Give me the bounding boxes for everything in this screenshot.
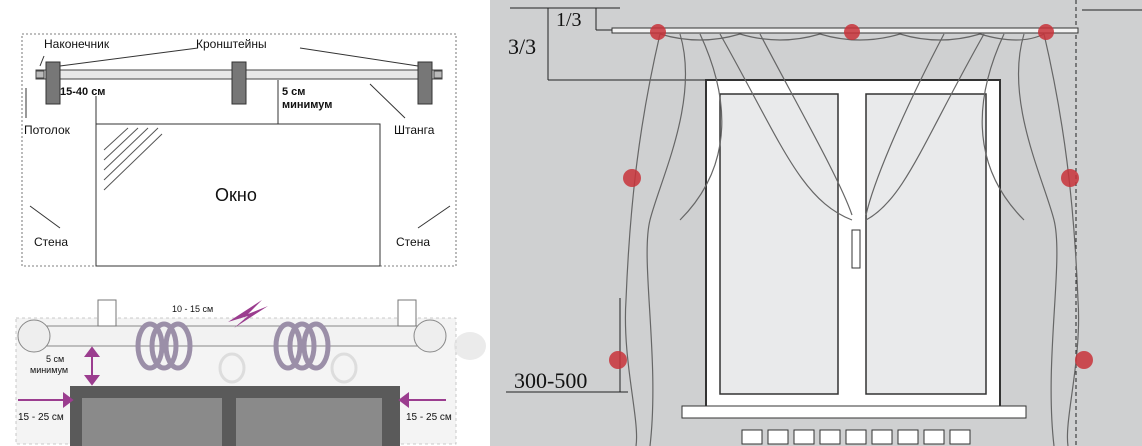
- ceiling-label: Потолок: [24, 123, 71, 137]
- window-pane-left: [82, 398, 222, 446]
- rings-shadow: [218, 352, 358, 384]
- one-third-label: 1/3: [556, 9, 582, 31]
- marker-rod-left: [650, 24, 666, 40]
- height-range-label: 300-500: [514, 368, 587, 393]
- marker-low-right: [1075, 351, 1093, 369]
- side-left-label: 15 - 25 см: [18, 412, 64, 423]
- bracket-left: [45, 61, 61, 105]
- wall-left-label: Стена: [34, 235, 68, 249]
- finial-left-ball: [17, 319, 51, 353]
- finial-left: [35, 70, 45, 79]
- brackets-label: Кронштейны: [196, 37, 267, 51]
- ring-gap-label: 10 - 15 см: [172, 304, 213, 314]
- window-glare: [103, 127, 163, 191]
- min-label-line2: минимум: [282, 99, 332, 111]
- leader-arrows: [25, 47, 451, 229]
- bracket-left-plate: [97, 299, 117, 327]
- window-frame: [95, 123, 381, 267]
- bottom-rod-diagram: 10 - 15 см 5 см минимум 15 - 25 см 15 - …: [15, 299, 486, 446]
- finial-right-ball: [413, 319, 447, 353]
- marker-rod-right: [1038, 24, 1054, 40]
- dimension-lines: [506, 0, 1142, 446]
- min-label-line1: 5 см: [46, 354, 64, 364]
- window-pane-right: [236, 398, 382, 446]
- distance-label: 15-40 см: [60, 86, 105, 98]
- marker-tieback-right: [1061, 169, 1079, 187]
- bracket-right-plate: [397, 299, 417, 327]
- right-curtain-diagram: 1/3 3/3 300-500: [490, 0, 1142, 446]
- hook-markers: [609, 24, 1093, 369]
- marker-tieback-left: [623, 169, 641, 187]
- min-label-line2: минимум: [30, 365, 68, 375]
- marker-rod-center: [844, 24, 860, 40]
- top-installation-diagram: Наконечник Кронштейны 15-40 см 5 см мини…: [21, 33, 457, 267]
- min-label-line1: 5 см: [282, 86, 305, 98]
- three-thirds-label: 3/3: [508, 34, 536, 59]
- finial-label: Наконечник: [44, 37, 110, 51]
- rod-label: Штанга: [394, 123, 435, 137]
- purple-arrows: [18, 300, 446, 408]
- rod-tube: [33, 325, 445, 347]
- window-left-sash: [719, 93, 839, 395]
- finial-shadow: [454, 332, 486, 360]
- side-right-label: 15 - 25 см: [406, 412, 452, 423]
- bracket-middle: [231, 61, 247, 105]
- window-right-sash: [865, 93, 987, 395]
- rings-group: [135, 321, 331, 371]
- window-sill: [681, 405, 1027, 419]
- marker-low-left: [609, 351, 627, 369]
- radiator: [741, 429, 971, 445]
- wall-right-label: Стена: [396, 235, 430, 249]
- window-handle: [851, 229, 861, 269]
- window-label: Окно: [215, 185, 257, 205]
- curtain-drapes: [624, 33, 1080, 446]
- finial-right: [433, 70, 443, 79]
- bracket-right: [417, 61, 433, 105]
